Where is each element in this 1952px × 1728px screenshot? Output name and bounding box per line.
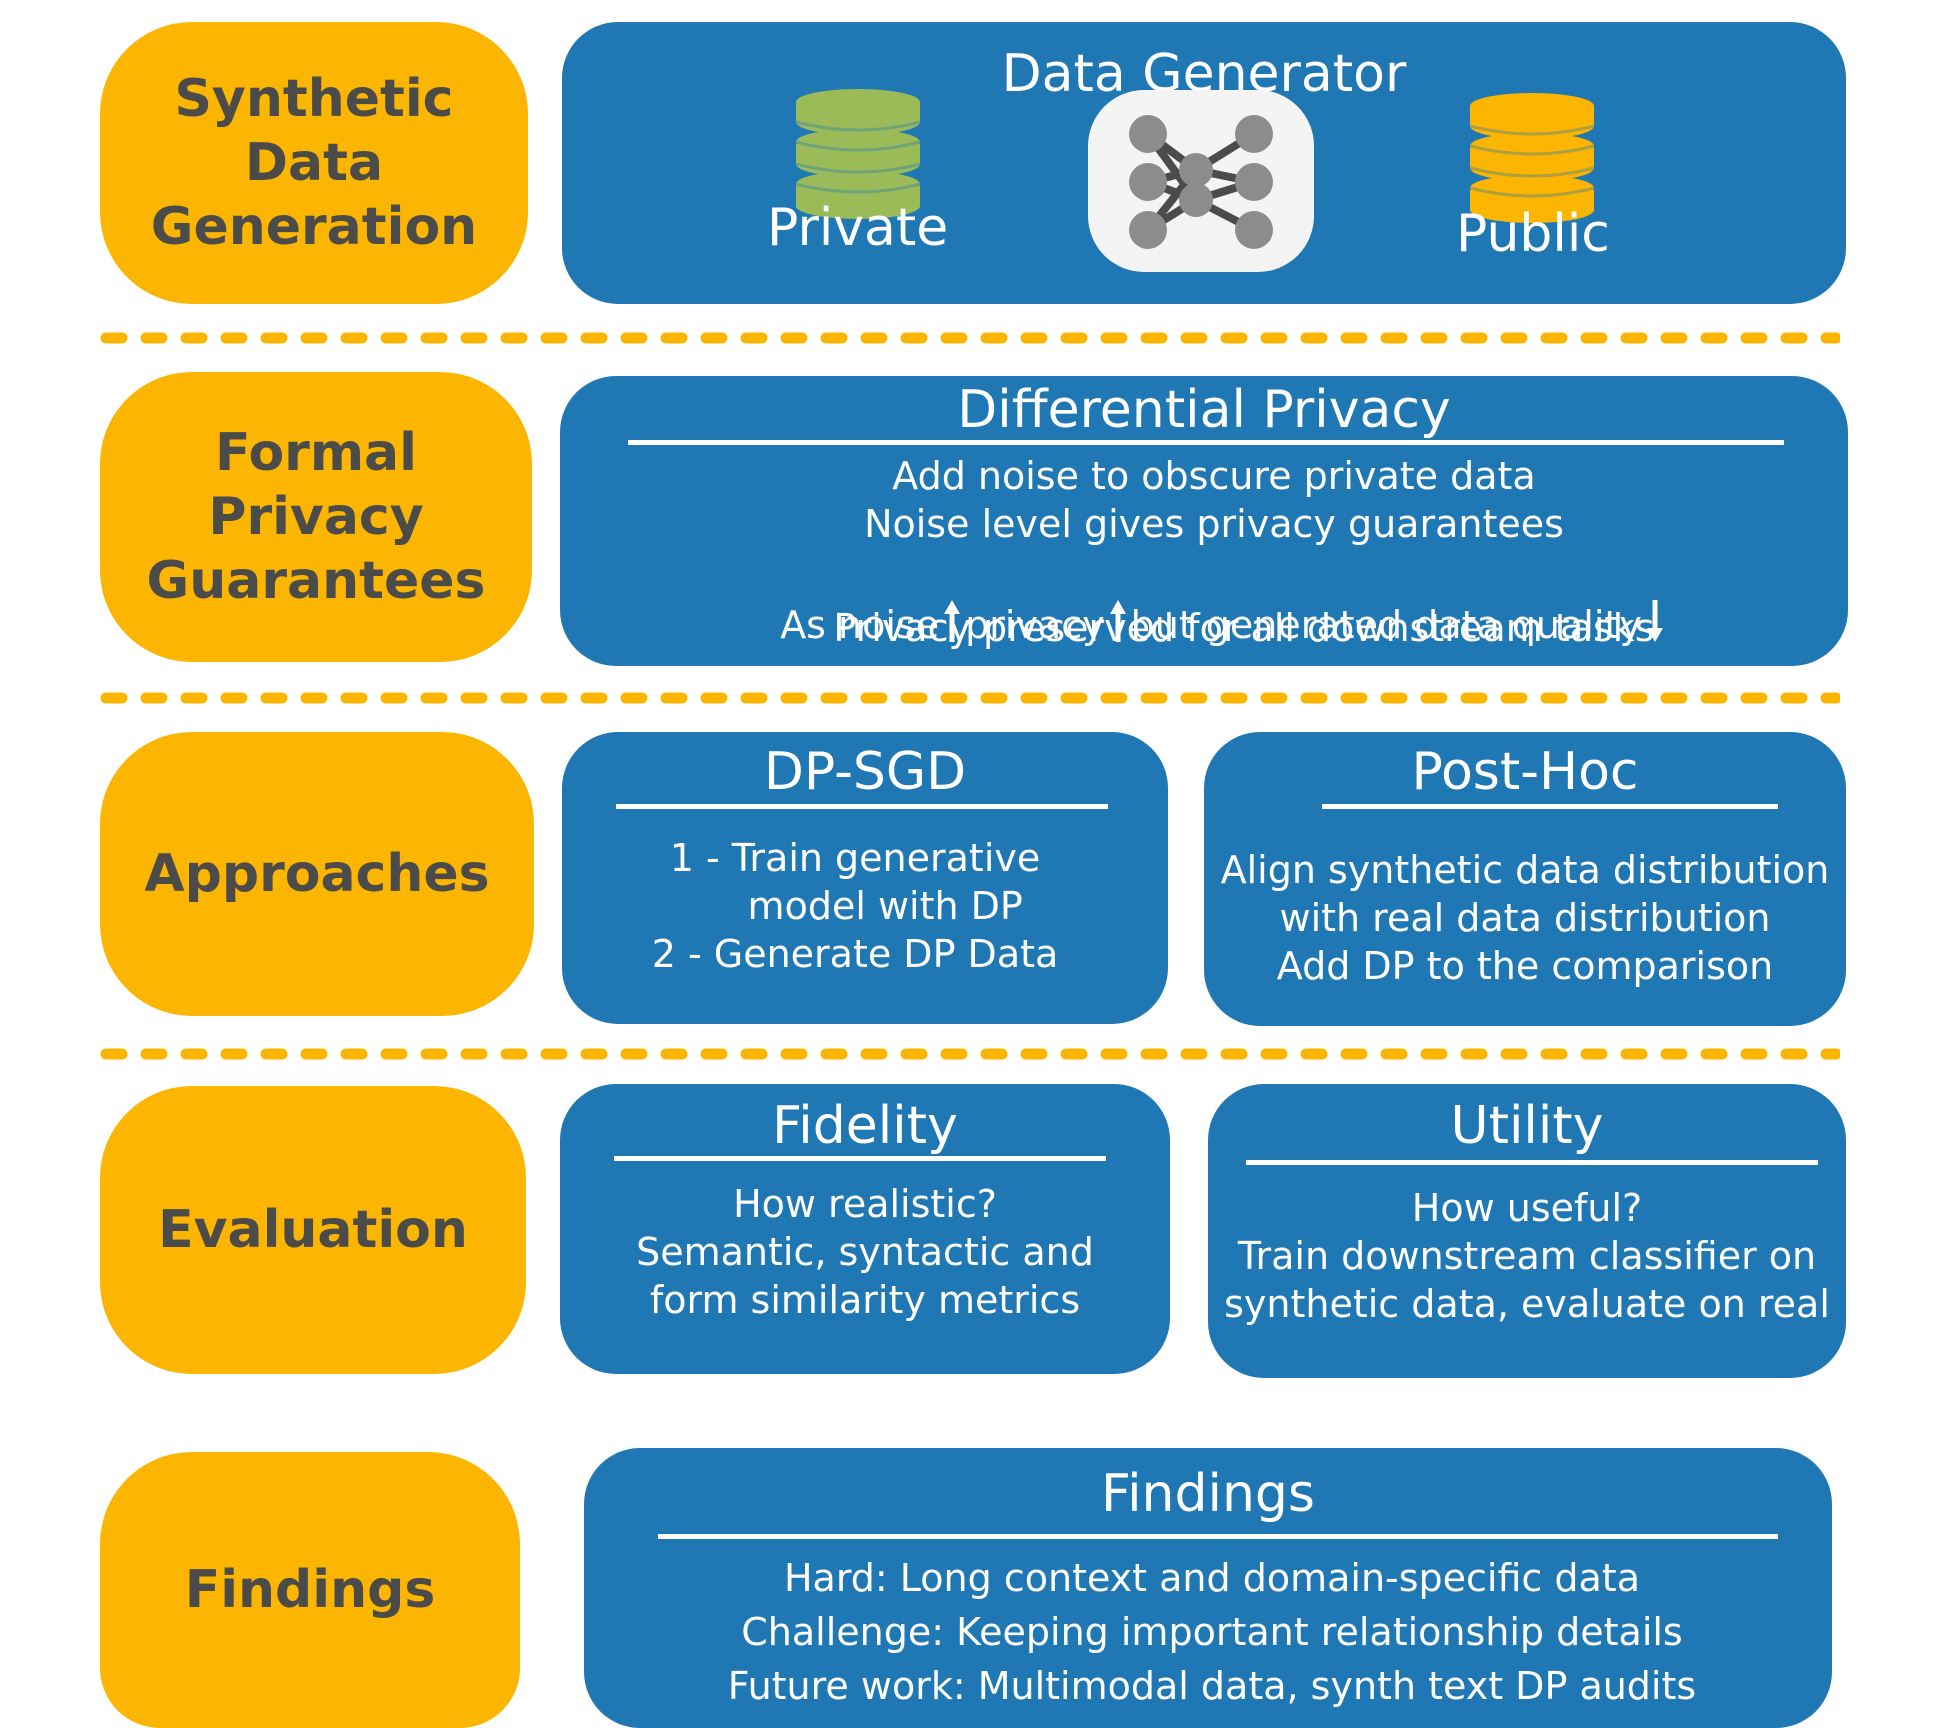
findings-line-1: Hard: Long context and domain-specific d… bbox=[783, 1556, 1640, 1600]
arrow-down-icon bbox=[1646, 600, 1663, 642]
dp-sgd-title: DP-SGD bbox=[763, 742, 967, 802]
data-generator-panel: Data Generator Private bbox=[562, 22, 1846, 304]
dp-line-3-quality: but generated data quality bbox=[1130, 603, 1642, 647]
public-database-icon bbox=[1469, 93, 1595, 223]
findings-title: Findings bbox=[1100, 1464, 1316, 1524]
formal-privacy-guarantees-label: Formal Privacy Guarantees bbox=[100, 372, 532, 662]
separator-3 bbox=[100, 1048, 1840, 1060]
neural-network-box bbox=[1088, 90, 1314, 272]
fidelity-body: How realistic? Semantic, syntactic and f… bbox=[636, 1182, 1094, 1322]
title-underline bbox=[628, 440, 1784, 445]
utility-body: How useful? Train downstream classifier … bbox=[1224, 1186, 1830, 1326]
public-label: Public bbox=[1456, 204, 1610, 264]
dp-sgd-panel: DP-SGD 1 - Train generative model with D… bbox=[562, 732, 1168, 1024]
neural-network-icon bbox=[1129, 115, 1273, 249]
separator-2 bbox=[100, 692, 1840, 704]
title-underline bbox=[658, 1534, 1778, 1539]
differential-privacy-panel: Differential Privacy Add noise to obscur… bbox=[560, 376, 1848, 666]
post-hoc-title: Post-Hoc bbox=[1411, 742, 1639, 802]
synthetic-data-generation-label: Synthetic Data Generation bbox=[100, 22, 528, 304]
findings-panel: Findings Hard: Long context and domain-s… bbox=[584, 1448, 1832, 1728]
post-hoc-panel: Post-Hoc Align synthetic data distributi… bbox=[1204, 732, 1846, 1026]
post-hoc-body: Align synthetic data distribution with r… bbox=[1220, 848, 1830, 988]
private-label: Private bbox=[767, 198, 949, 258]
title-underline bbox=[1246, 1160, 1818, 1165]
evaluation-label: Evaluation bbox=[100, 1086, 526, 1374]
private-database-icon bbox=[795, 89, 921, 219]
dp-line-4: Privacy preserved for all downstream tas… bbox=[833, 606, 1655, 650]
fidelity-panel: Fidelity How realistic? Semantic, syntac… bbox=[560, 1084, 1170, 1374]
findings-label: Findings bbox=[100, 1452, 520, 1728]
dp-line-3: As noise privacy but generated data qual… bbox=[600, 552, 1848, 649]
dp-line-3-privacy: privacy bbox=[965, 603, 1105, 647]
utility-title: Utility bbox=[1450, 1096, 1604, 1156]
separator-1 bbox=[100, 332, 1840, 344]
findings-line-2: Challenge: Keeping important relationshi… bbox=[741, 1610, 1683, 1654]
approaches-label: Approaches bbox=[100, 732, 534, 1016]
dp-line-2: Noise level gives privacy guarantees bbox=[864, 502, 1564, 546]
title-underline bbox=[1322, 804, 1778, 809]
utility-panel: Utility How useful? Train downstream cla… bbox=[1208, 1084, 1846, 1378]
fidelity-title: Fidelity bbox=[772, 1096, 958, 1156]
dp-sgd-body: 1 - Train generative model with DP 2 - G… bbox=[651, 836, 1059, 976]
differential-privacy-title: Differential Privacy bbox=[957, 380, 1451, 440]
title-underline bbox=[616, 804, 1108, 809]
title-underline bbox=[614, 1156, 1106, 1161]
dp-line-3-noise: As noise bbox=[780, 603, 940, 647]
arrow-up-icon bbox=[944, 600, 961, 642]
dp-line-1: Add noise to obscure private data bbox=[892, 454, 1536, 498]
findings-line-3: Future work: Multimodal data, synth text… bbox=[727, 1664, 1697, 1708]
arrow-up-icon bbox=[1109, 600, 1126, 642]
